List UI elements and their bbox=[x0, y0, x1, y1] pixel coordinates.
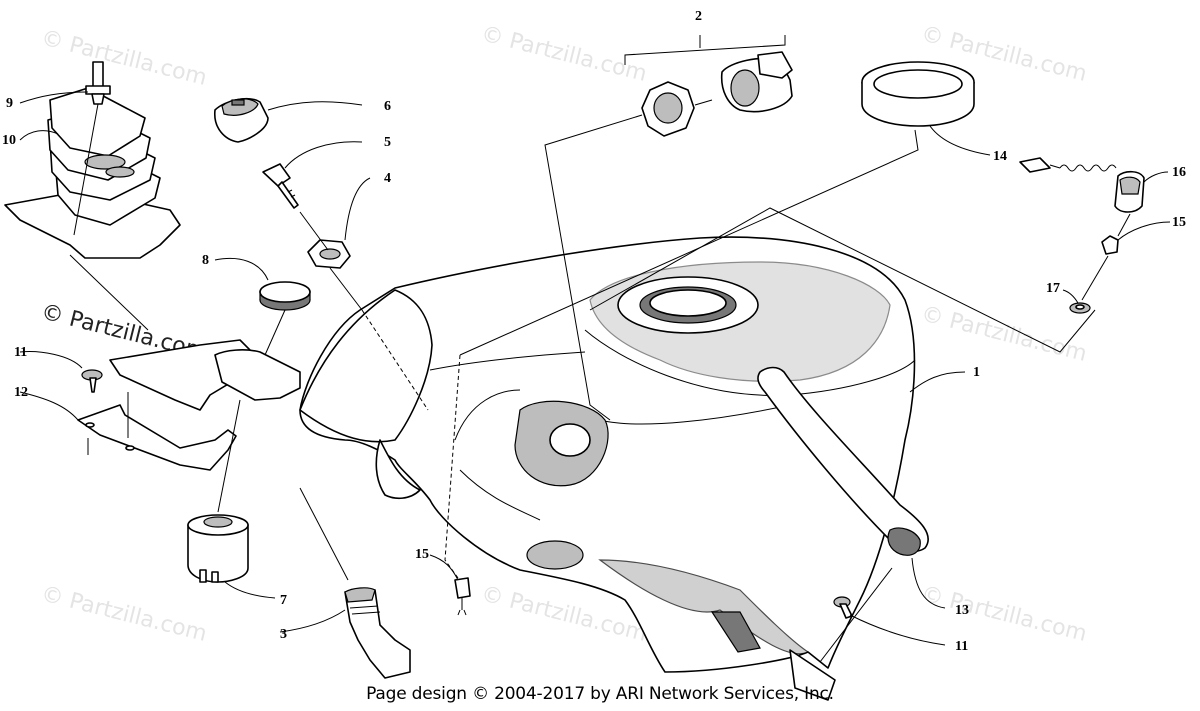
callout-labels: 1 2 3 4 5 6 7 8 9 10 11 11 12 13 14 15 1… bbox=[2, 9, 1186, 654]
tank-strap bbox=[757, 366, 929, 556]
key-cap bbox=[214, 98, 269, 143]
grommet bbox=[1101, 235, 1119, 255]
callout-11-right: 11 bbox=[955, 639, 968, 654]
hex-nut bbox=[307, 239, 351, 269]
safety-tether bbox=[1019, 157, 1145, 213]
screw bbox=[81, 369, 103, 393]
mount-bracket bbox=[77, 339, 301, 471]
callout-8: 8 bbox=[202, 253, 209, 268]
callout-12: 12 bbox=[14, 385, 28, 400]
watermark: © Partzilla.com bbox=[919, 302, 1090, 367]
washer bbox=[1069, 302, 1091, 314]
callout-15-lower: 15 bbox=[415, 547, 429, 562]
leader-lines bbox=[19, 35, 1171, 663]
callout-9: 9 bbox=[6, 96, 13, 111]
connector-lower bbox=[454, 577, 471, 616]
ignition-key bbox=[262, 163, 299, 209]
fuel-lock bbox=[641, 51, 793, 137]
filler-ring bbox=[861, 61, 975, 127]
copyright-footer: Page design © 2004-2017 by ARI Network S… bbox=[366, 684, 834, 704]
callout-2: 2 bbox=[695, 9, 702, 24]
watermark: © Partzilla.com bbox=[39, 26, 210, 91]
fuel-tank bbox=[299, 236, 916, 701]
callout-10: 10 bbox=[2, 133, 16, 148]
callout-11-left: 11 bbox=[14, 345, 27, 360]
callout-13: 13 bbox=[955, 603, 969, 618]
callout-4: 4 bbox=[384, 171, 391, 186]
watermark: © Partzilla.com bbox=[919, 582, 1090, 647]
watermark: © Partzilla.com bbox=[479, 22, 650, 87]
callout-15-right: 15 bbox=[1172, 215, 1186, 230]
callout-7: 7 bbox=[280, 593, 287, 608]
callout-3: 3 bbox=[280, 627, 287, 642]
bezel-ring bbox=[259, 281, 311, 311]
ignition-switch bbox=[187, 514, 249, 583]
callout-1: 1 bbox=[973, 365, 980, 380]
callout-6: 6 bbox=[384, 99, 391, 114]
callout-16: 16 bbox=[1172, 165, 1186, 180]
rivet bbox=[85, 61, 111, 105]
callout-17: 17 bbox=[1046, 281, 1060, 296]
shifter-boot bbox=[4, 87, 181, 259]
callout-14: 14 bbox=[993, 149, 1007, 164]
sensor bbox=[344, 587, 411, 679]
callout-5: 5 bbox=[384, 135, 391, 150]
watermark: © Partzilla.com bbox=[39, 582, 210, 647]
